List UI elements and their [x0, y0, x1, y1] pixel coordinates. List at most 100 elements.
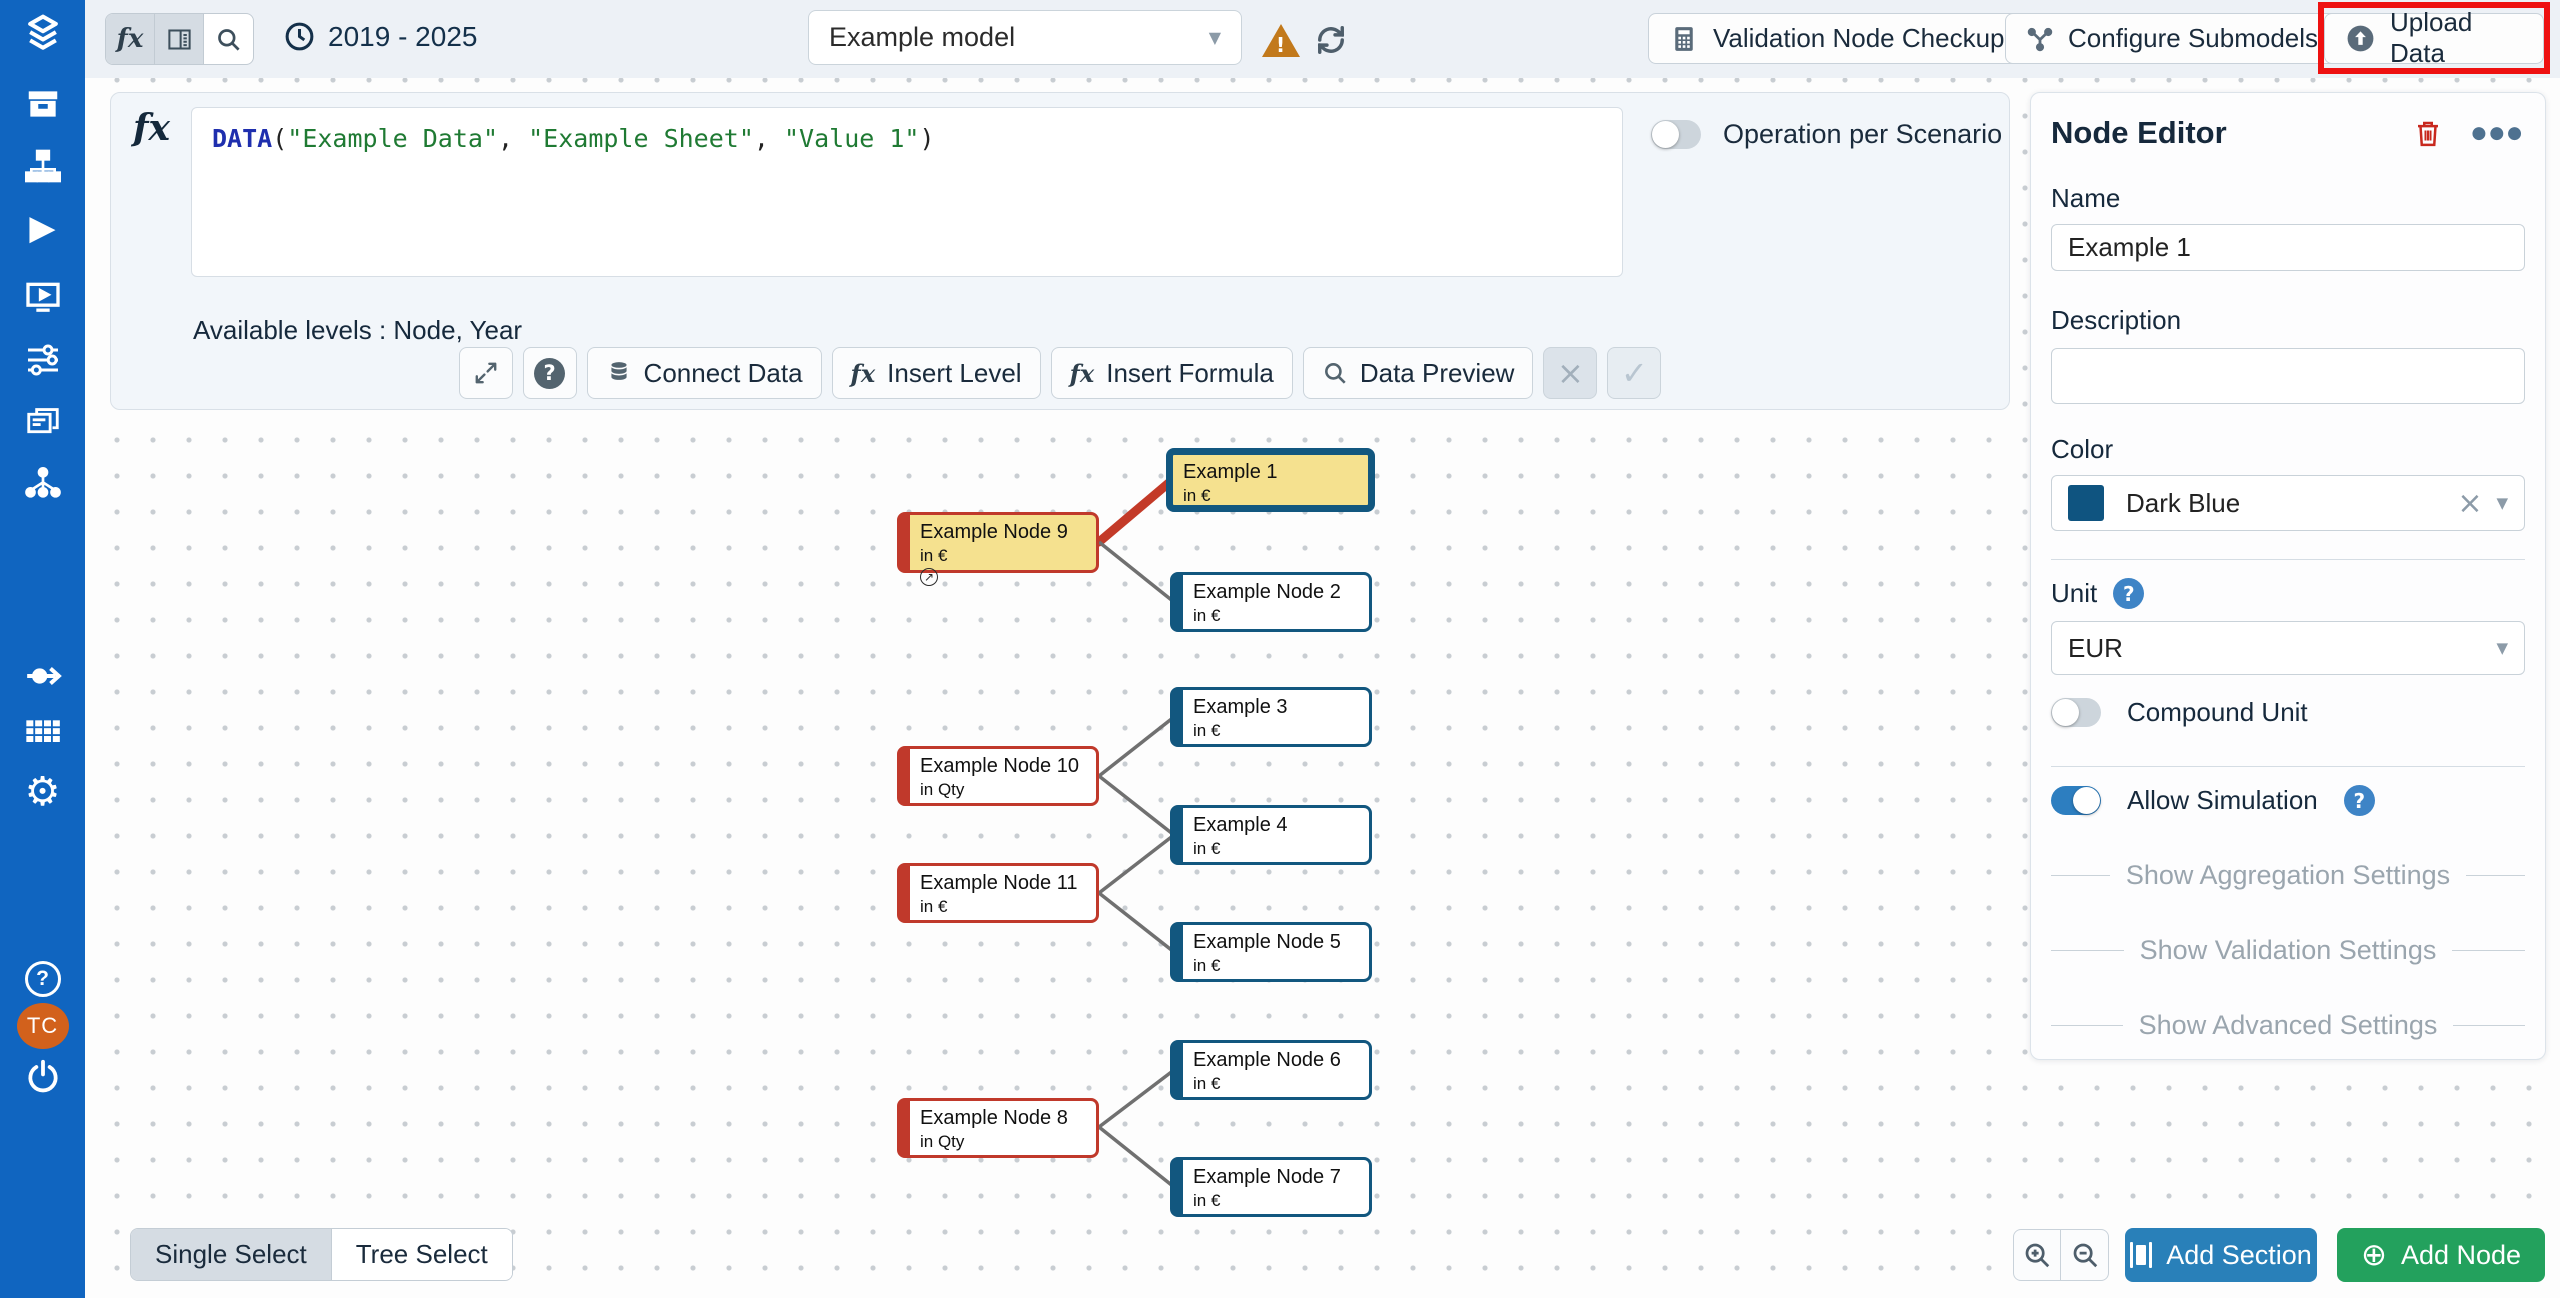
formula-help-button[interactable]: ? [522, 347, 577, 399]
node-example-node-6[interactable]: Example Node 6 in € [1170, 1040, 1372, 1100]
name-label: Name [2051, 183, 2121, 213]
confirm-formula-button[interactable]: ✓ [1607, 347, 1662, 399]
select-mode-group: Single Select Tree Select [130, 1228, 513, 1281]
chevron-down-icon: ▼ [1208, 28, 1221, 47]
simulation-help-icon[interactable]: ? [2343, 785, 2375, 816]
single-select-button[interactable]: Single Select [131, 1229, 332, 1280]
unit-select[interactable]: EUR ▼ [2051, 621, 2525, 675]
node-label: Example Node 2 [1193, 581, 1341, 603]
available-levels-text: Available levels : Node, Year [193, 315, 523, 345]
node-label: Example Node 8 [920, 1107, 1068, 1129]
play-glyph: ▶ [29, 208, 56, 248]
node-example-node-10[interactable]: Example Node 10 in Qty [897, 746, 1099, 806]
configure-submodels-button[interactable]: Configure Submodels [2005, 13, 2340, 64]
formula-input[interactable]: DATA("Example Data", "Example Sheet", "V… [191, 107, 1623, 277]
model-select[interactable]: Example model ▼ [808, 10, 1242, 65]
compound-unit-toggle[interactable] [2051, 698, 2101, 727]
zoom-in-button[interactable] [2014, 1230, 2061, 1280]
delete-node-icon[interactable] [2413, 118, 2443, 148]
app-logo-icon[interactable] [0, 10, 85, 58]
archive-icon[interactable] [0, 80, 85, 128]
panel-view-tab[interactable] [155, 14, 204, 64]
search-tab[interactable] [204, 14, 253, 64]
search-icon [1322, 360, 1348, 386]
fx-icon: fx [133, 107, 170, 149]
node-example-node-9[interactable]: Example Node 9 in € ↗ [897, 512, 1099, 586]
node-example-node-2[interactable]: Example Node 2 in € [1170, 572, 1372, 632]
description-label: Description [2051, 305, 2182, 335]
data-preview-button[interactable]: Data Preview [1302, 347, 1534, 399]
operation-per-scenario-toggle[interactable] [1651, 120, 1701, 149]
node-unit: in € [920, 897, 948, 916]
hierarchy-icon[interactable] [0, 142, 85, 190]
connect-data-button[interactable]: Connect Data [586, 347, 822, 399]
network-icon[interactable] [0, 460, 85, 508]
insert-level-label: Insert Level [887, 357, 1022, 388]
add-section-button[interactable]: Add Section [2125, 1228, 2317, 1282]
show-aggregation-settings-link[interactable]: Show Aggregation Settings [2051, 860, 2525, 891]
time-range[interactable]: 2019 - 2025 [283, 20, 477, 53]
gear-glyph: ⚙ [24, 769, 61, 815]
validation-node-checkup-button[interactable]: Validation Node Checkup [1648, 13, 2026, 64]
insert-formula-button[interactable]: fx Insert Formula [1050, 347, 1293, 399]
power-icon[interactable] [0, 1052, 85, 1100]
formula-view-tab[interactable]: fx [106, 14, 155, 64]
formula-actions: ? Connect Data fx Insert Level fx Inser [111, 347, 2009, 399]
external-link-icon[interactable]: ↗ [920, 568, 938, 586]
grid-icon[interactable] [0, 708, 85, 756]
show-advanced-settings-link[interactable]: Show Advanced Settings [2051, 1010, 2525, 1041]
allow-simulation-toggle[interactable] [2051, 786, 2101, 815]
node-example-node-8[interactable]: Example Node 8 in Qty [897, 1098, 1099, 1158]
sliders-icon[interactable] [0, 336, 85, 384]
node-example-node-11[interactable]: Example Node 11 in € [897, 863, 1099, 923]
refresh-icon[interactable] [1313, 22, 1349, 63]
upload-data-button[interactable]: Upload Data [2324, 7, 2544, 68]
node-label: Example Node 10 [920, 755, 1079, 777]
node-unit: in € [1193, 606, 1221, 625]
database-icon [606, 360, 632, 386]
color-select[interactable]: Dark Blue × ▼ [2051, 475, 2525, 531]
clear-color-icon[interactable]: × [2457, 485, 2483, 521]
add-node-button[interactable]: ⊕ Add Node [2337, 1228, 2545, 1282]
node-unit: in € [1193, 839, 1221, 858]
insert-level-button[interactable]: fx Insert Level [831, 347, 1041, 399]
insert-formula-label: Insert Formula [1106, 357, 1274, 388]
help-icon[interactable]: ? [0, 955, 85, 1003]
unit-help-icon[interactable]: ? [2113, 578, 2145, 609]
node-example-1[interactable]: Example 1 in € [1166, 448, 1375, 512]
flow-icon[interactable] [0, 652, 85, 700]
fx-icon: fx [1069, 358, 1095, 388]
node-example-node-7[interactable]: Example Node 7 in € [1170, 1157, 1372, 1217]
node-label: Example Node 5 [1193, 931, 1341, 953]
node-label: Example 3 [1193, 696, 1288, 718]
node-unit: in € [1193, 721, 1221, 740]
warning-icon[interactable]: ! [1262, 24, 1300, 57]
upload-label: Upload Data [2390, 7, 2473, 68]
cancel-formula-button[interactable]: × [1543, 347, 1598, 399]
tree-select-button[interactable]: Tree Select [331, 1229, 512, 1280]
add-section-label: Add Section [2166, 1239, 2312, 1270]
node-example-3[interactable]: Example 3 in € [1170, 687, 1372, 747]
app-sidebar: ▶ ⚙ [0, 0, 85, 1298]
presentation-icon[interactable] [0, 272, 85, 320]
user-avatar[interactable]: TC [0, 1002, 85, 1050]
expand-button[interactable] [458, 347, 513, 399]
pages-icon[interactable] [0, 399, 85, 447]
show-validation-settings-link[interactable]: Show Validation Settings [2051, 935, 2525, 966]
node-label: Example Node 7 [1193, 1166, 1341, 1188]
node-example-4[interactable]: Example 4 in € [1170, 805, 1372, 865]
node-label: Example 1 [1183, 461, 1278, 483]
more-options-icon[interactable]: ●●● [2471, 123, 2525, 143]
zoom-out-button[interactable] [2061, 1230, 2108, 1280]
name-field[interactable] [2051, 224, 2525, 271]
play-icon[interactable]: ▶ [0, 204, 85, 252]
description-field[interactable] [2051, 348, 2525, 404]
upload-highlight-box: Upload Data [2318, 2, 2550, 74]
scenario-toggle-row: Operation per Scenario [1651, 119, 2002, 150]
connect-data-label: Connect Data [643, 357, 803, 388]
clock-icon [285, 22, 314, 51]
node-label: Example Node 11 [920, 872, 1078, 894]
node-example-node-5[interactable]: Example Node 5 in € [1170, 922, 1372, 982]
gear-icon[interactable]: ⚙ [0, 768, 85, 816]
help-glyph: ? [36, 967, 49, 990]
